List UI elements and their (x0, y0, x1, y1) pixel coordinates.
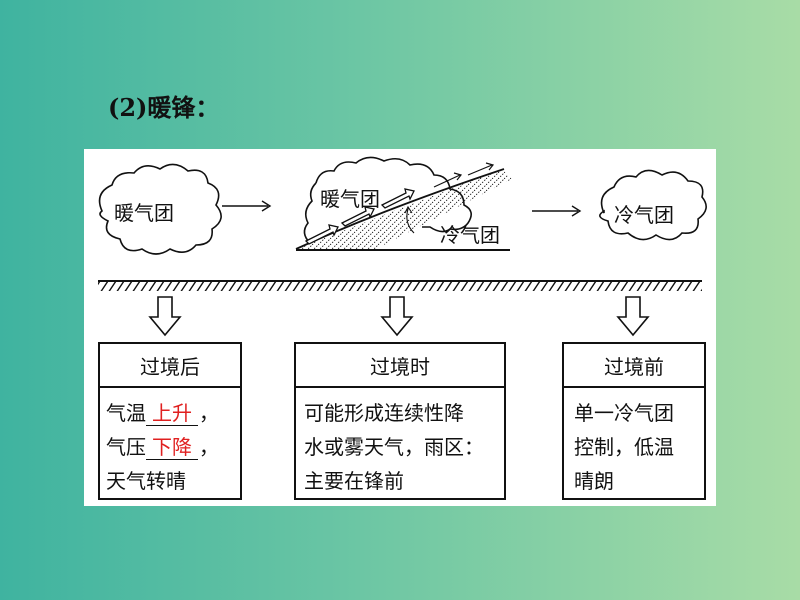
after-passage-box: 过境后 气温上升， 气压下降， 天气转晴 (98, 342, 242, 500)
before-line-1: 单一冷气团 (574, 401, 674, 425)
front-cloud-icon (315, 156, 472, 233)
warm-air-mass-label: 暖气团 (114, 201, 174, 225)
front-warm-air-label: 暖气团 (320, 187, 380, 211)
cloud-icon (98, 163, 222, 255)
down-arrow-icon (148, 296, 182, 337)
slide-heading: (2)暖锋： (108, 93, 220, 122)
before-line-2: 控制，低温 (574, 435, 674, 459)
warm-front-icon (296, 169, 512, 249)
during-line-2: 水或雾天气，雨区： (304, 435, 484, 459)
weather-line: 天气转晴 (106, 469, 186, 493)
during-line-3: 主要在锋前 (304, 469, 404, 493)
before-passage-title: 过境前 (564, 344, 704, 388)
right-arrow-icon (222, 200, 272, 212)
before-passage-box: 过境前 单一冷气团 控制，低温 晴朗 (562, 342, 706, 500)
front-cold-air-label: 冷气团 (440, 223, 500, 247)
diagram-drawing (98, 156, 707, 337)
pressure-line: 气压下降， (106, 435, 219, 460)
temperature-answer: 上升 (146, 401, 198, 426)
ground-hatch-icon (98, 280, 702, 291)
during-passage-box: 过境时 可能形成连续性降 水或雾天气，雨区： 主要在锋前 (294, 342, 506, 500)
before-line-3: 晴朗 (574, 469, 614, 493)
right-arrow-icon (532, 205, 582, 217)
cold-air-mass-label: 冷气团 (614, 203, 674, 227)
down-arrow-icon (380, 296, 414, 337)
during-passage-title: 过境时 (296, 344, 504, 388)
warm-front-diagram: 暖气团 暖气团 冷气团 冷气团 过境后 气温上升， 气压下降， 天气转晴 过境时… (84, 149, 716, 506)
during-line-1: 可能形成连续性降 (304, 401, 464, 425)
down-arrow-icon (616, 296, 650, 337)
pressure-answer: 下降 (146, 435, 198, 460)
temperature-line: 气温上升， (106, 401, 219, 426)
after-passage-title: 过境后 (100, 344, 240, 388)
cloud-icon (599, 169, 707, 241)
